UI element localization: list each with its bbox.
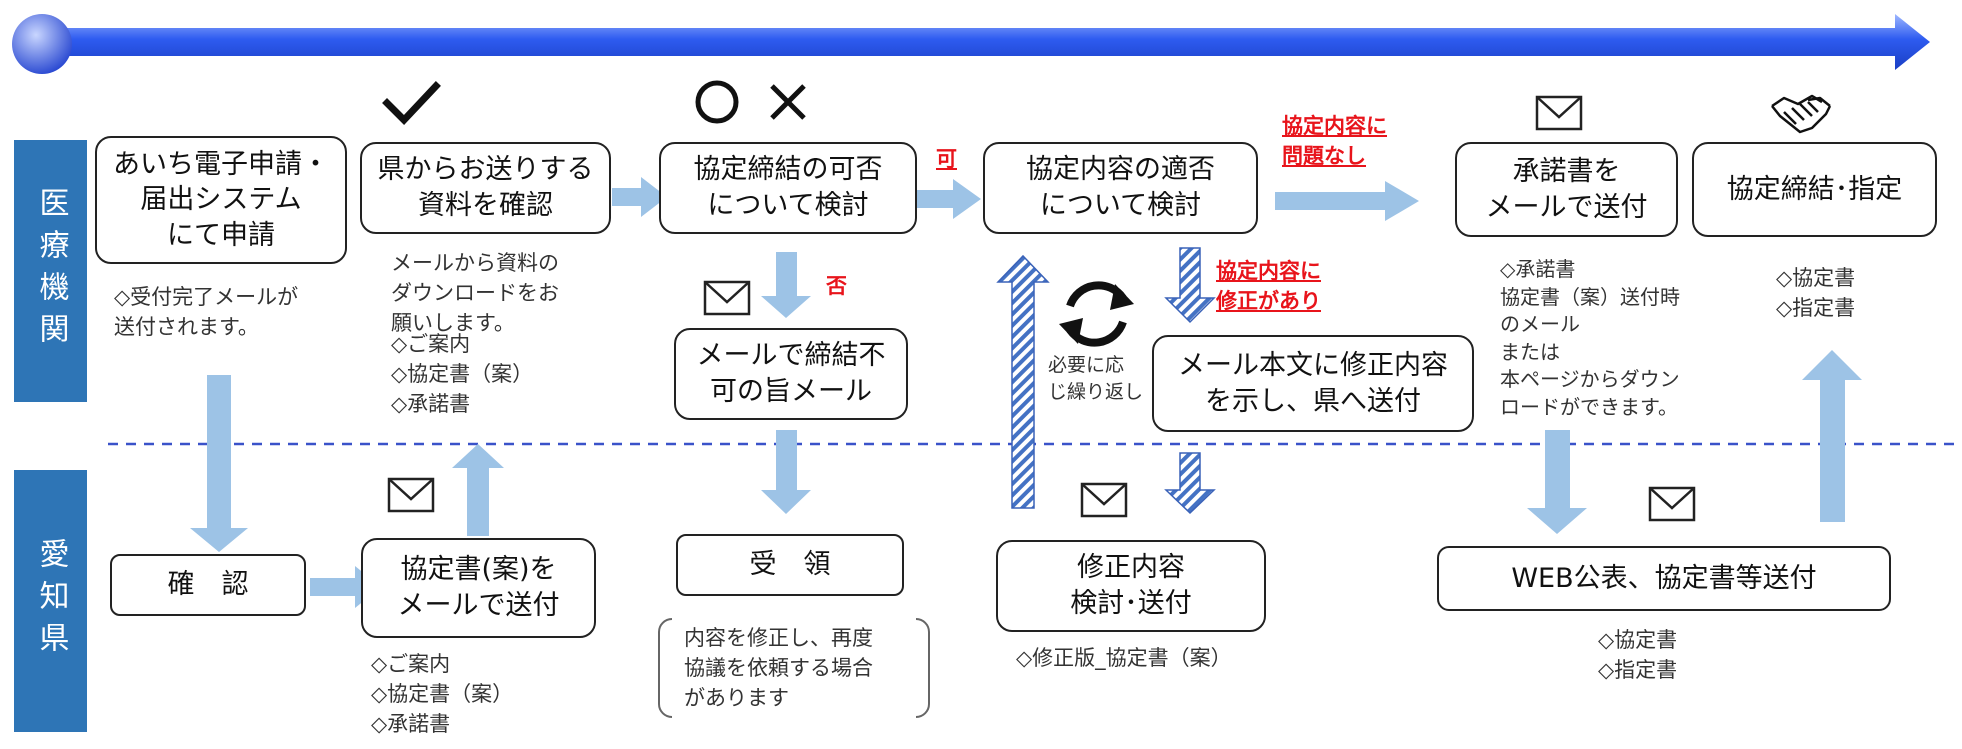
circle-icon [695,80,739,124]
lane-institution-label: 医療機関 [33,187,69,355]
no-label: 否 [826,274,847,298]
apply-note: ◇受付完了メールが 送付されます。 [114,285,299,339]
revision-request-box: メール本文に修正内容 を示し、県へ送付 [1152,335,1474,432]
mail-rejection-box: メールで締結不 可の旨メール [674,328,908,420]
send-acceptance-box: 承諾書を メールで送付 [1455,142,1678,237]
consider-conclusion-box: 協定締結の可否 について検討 [659,142,917,234]
arrow-content-to-revision [1164,247,1216,324]
arrow-acceptance-to-publish [1527,430,1587,534]
receipt-box: 受 領 [676,534,904,596]
arrow-conclusion-to-content [917,179,981,219]
timeline-arrow [12,14,1930,74]
lane-institution: 医療機関 [14,140,87,402]
revised-doc-note: ◇修正版_協定書（案） [1016,646,1232,670]
handshake-icon [1771,94,1832,134]
arrow-revision-to-revise [1164,452,1216,515]
mail-icon [387,477,435,513]
draft-list: ◇ご案内 ◇協定書（案） ◇承諾書 [371,652,514,736]
apply-box: あいち電子申請・ 届出システム にて申請 [95,136,347,264]
yes-label: 可 [936,147,957,171]
conclude-docs: ◇協定書 ◇指定書 [1776,266,1856,320]
acceptance-note: ◇承諾書 協定書（案）送付時 のメール または 本ページからダウン ロードができ… [1500,257,1680,419]
arrow-draft-to-docs [452,444,504,536]
revise-send-box: 修正内容 検討･送付 [996,540,1266,632]
receipt-note: 内容を修正し、再度 協議を依頼する場合 があります [684,626,873,710]
docs-note: メールから資料の ダウンロードをお 願いします。 [391,251,559,335]
send-draft-box: 協定書(案)を メールで送付 [361,538,596,638]
cycle-arrowhead-top [1110,284,1134,310]
cycle-arrowhead-bottom [1059,318,1083,344]
check-icon [382,81,441,126]
mail-icon [1648,486,1696,522]
arrow-conclusion-to-rejection [761,252,811,318]
cross-icon [770,84,806,120]
mail-icon [703,280,751,316]
arrow-docs-to-conclusion [612,177,667,217]
arrow-content-to-acceptance [1275,181,1419,221]
publish-box: WEB公表、協定書等送付 [1437,546,1891,611]
confirm-box: 確 認 [110,554,306,616]
arrow-revision-up [996,254,1050,509]
no-problem-label: 協定内容に 問題なし [1282,114,1387,168]
mail-icon [1535,95,1583,131]
lane-prefecture-label: 愛知県 [33,538,69,664]
consider-content-box: 協定内容の適否 について検討 [983,142,1258,234]
arrow-publish-to-conclude [1802,350,1862,522]
repeat-note: 必要に応 じ繰り返し [1048,354,1144,403]
arrow-apply-to-confirm [190,375,248,552]
mail-icon [1080,482,1128,518]
check-docs-box: 県からお送りする 資料を確認 [360,142,611,234]
has-revision-label: 協定内容に 修正があり [1216,259,1321,313]
arrow-rejection-to-receipt [761,430,811,514]
hatched-arrows [996,247,1216,515]
docs-list: ◇ご案内 ◇協定書（案） ◇承諾書 [391,332,534,416]
publish-docs: ◇協定書 ◇指定書 [1598,628,1678,682]
conclude-box: 協定締結･指定 [1692,142,1937,237]
lane-prefecture: 愛知県 [14,470,87,732]
